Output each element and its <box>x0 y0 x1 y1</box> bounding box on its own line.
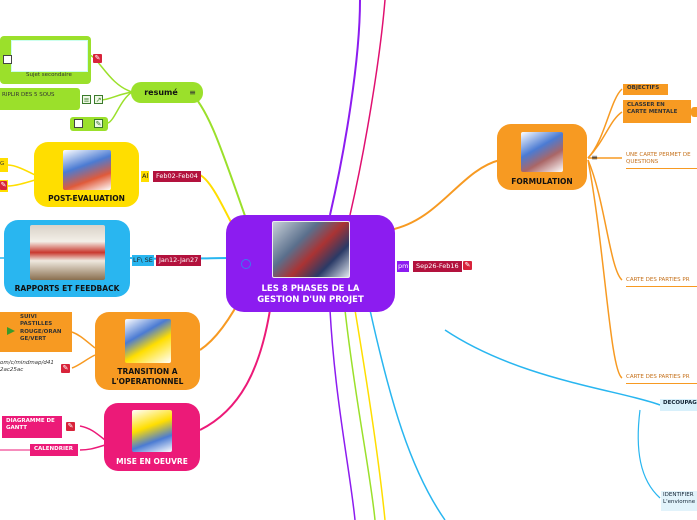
link-line1: om/c/mindmap/d41 <box>0 360 54 366</box>
post-eval-child[interactable]: G <box>0 158 8 172</box>
calendrier-node[interactable]: CALENDRIER <box>30 444 78 456</box>
carte-permet-line1: UNE CARTE PERMET DE <box>626 152 691 158</box>
note-icon[interactable]: ≡ <box>82 95 91 104</box>
subtopic-image <box>11 40 88 72</box>
suivi-line1: SUIVI <box>20 314 37 320</box>
calendrier-label: CALENDRIER <box>34 446 73 452</box>
parties-node-1[interactable]: CARTE DES PARTIES PR <box>626 277 697 288</box>
resume-node[interactable]: resumé <box>131 82 203 103</box>
classer-line2: CARTE MENTALE <box>627 109 678 116</box>
menu-icon[interactable]: ≡ <box>591 153 598 162</box>
suivi-line2: PASTILLES <box>20 321 53 328</box>
broken-link-icon[interactable]: ✎ <box>66 422 75 431</box>
mindmap-link-node[interactable]: om/c/mindmap/d41 2ac25ac <box>0 358 58 380</box>
decoupage-node[interactable]: DECOUPAG <box>660 399 697 411</box>
suivi-pastilles-node[interactable]: SUIVI PASTILLES ROUGE/ORAN GE/VERT <box>0 312 72 352</box>
transition-label: TRANSITION A L'OPERATIONNEL <box>112 367 184 386</box>
rapports-node[interactable]: RAPPORTS ET FEEDBACK <box>4 220 130 297</box>
classer-node[interactable]: CLASSER EN CARTE MENTALE <box>623 100 691 123</box>
central-title-line2: GESTION D'UN PROJET <box>257 294 364 305</box>
broken-link-icon[interactable]: ✎ <box>0 181 7 190</box>
broken-link-icon[interactable]: ✎ <box>463 261 472 270</box>
parties2-label: CARTE DES PARTIES PR <box>626 374 690 380</box>
fragment-label: RIPLIR DES 5 SOUS <box>2 92 55 98</box>
post-eval-tag-a: Al <box>141 171 150 182</box>
mise-label: MISE EN OEUVRE <box>116 456 188 466</box>
rapports-label: RAPPORTS ET FEEDBACK <box>14 283 120 293</box>
transition-label-line2: L'OPERATIONNEL <box>111 376 184 386</box>
parties1-label: CARTE DES PARTIES PR <box>626 277 690 283</box>
suivi-line4: GE/VERT <box>20 336 47 343</box>
formulation-node[interactable]: FORMULATION <box>497 124 587 190</box>
decoupage-label: DECOUPAG <box>663 400 697 406</box>
central-image <box>271 221 350 278</box>
checkbox-icon[interactable] <box>74 119 83 128</box>
carte-permet-line2: QUESTIONS <box>626 159 659 166</box>
menu-icon[interactable] <box>691 107 697 117</box>
broken-link-icon[interactable]: ✎ <box>61 364 70 373</box>
identifier-node[interactable]: IDENTIFIER L'enviornne <box>661 491 697 511</box>
center-tag-pm: pm <box>397 261 410 272</box>
menu-icon[interactable]: ≡ <box>189 88 196 97</box>
carte-permet-node[interactable]: UNE CARTE PERMET DE QUESTIONS <box>626 152 697 170</box>
flag-icon <box>7 327 15 335</box>
gantt-line1: DIAGRAMME DE <box>6 418 55 424</box>
link-line2: 2ac25ac <box>0 367 24 374</box>
rapports-image <box>29 224 105 280</box>
post-eval-child2[interactable]: ✎ <box>0 180 8 192</box>
classer-line1: CLASSER EN <box>627 102 665 108</box>
checkbox-icon[interactable] <box>3 55 12 64</box>
resume-label: resumé <box>144 87 178 97</box>
suivi-line3: ROUGE/ORAN <box>20 328 62 335</box>
rapports-tag-date: Jan12-Jan27 <box>156 255 202 266</box>
gantt-line2: GANTT <box>6 425 28 432</box>
resume-subtopic[interactable]: Sujet secondaire <box>0 36 91 84</box>
mise-en-oeuvre-node[interactable]: MISE EN OEUVRE <box>104 403 200 471</box>
post-eval-child-text: G <box>0 161 5 167</box>
rapports-tag-person: LF\ SE <box>132 255 154 266</box>
subtopic-label: Sujet secondaire <box>26 72 72 78</box>
broken-link-icon[interactable]: ✎ <box>93 54 102 63</box>
central-title-line1: LES 8 PHASES DE LA <box>261 284 360 294</box>
central-topic[interactable]: LES 8 PHASES DE LA GESTION D'UN PROJET <box>226 215 395 312</box>
collapse-circle-icon[interactable] <box>241 259 251 269</box>
resume-fragment[interactable]: RIPLIR DES 5 SOUS <box>0 88 80 110</box>
formulation-image <box>521 131 563 172</box>
diagramme-gantt-node[interactable]: DIAGRAMME DE GANTT <box>2 416 62 438</box>
post-eval-tag-date: Feb02-Feb04 <box>153 171 201 182</box>
parties-node-2[interactable]: CARTE DES PARTIES PR <box>626 374 697 385</box>
center-tag-date: Sep26-Feb16 <box>413 261 462 272</box>
objectifs-node[interactable]: OBJECTIFS <box>623 84 668 95</box>
post-evaluation-label: POST-EVALUATION <box>48 193 125 203</box>
formulation-label: FORMULATION <box>511 176 573 186</box>
identifier-line1: IDENTIFIER <box>663 492 694 498</box>
transition-node[interactable]: TRANSITION A L'OPERATIONNEL <box>95 312 200 390</box>
broken-link-icon[interactable]: ✎ <box>94 119 103 128</box>
identifier-line2: L'enviornne <box>663 499 696 506</box>
post-evaluation-node[interactable]: POST-EVALUATION <box>34 142 139 207</box>
transition-image <box>124 319 171 364</box>
link-icon[interactable]: ↗ <box>94 95 103 104</box>
mise-image <box>132 409 172 452</box>
transition-label-line1: TRANSITION A <box>117 367 178 377</box>
objectifs-label: OBJECTIFS <box>627 85 660 91</box>
post-evaluation-image <box>62 149 111 190</box>
